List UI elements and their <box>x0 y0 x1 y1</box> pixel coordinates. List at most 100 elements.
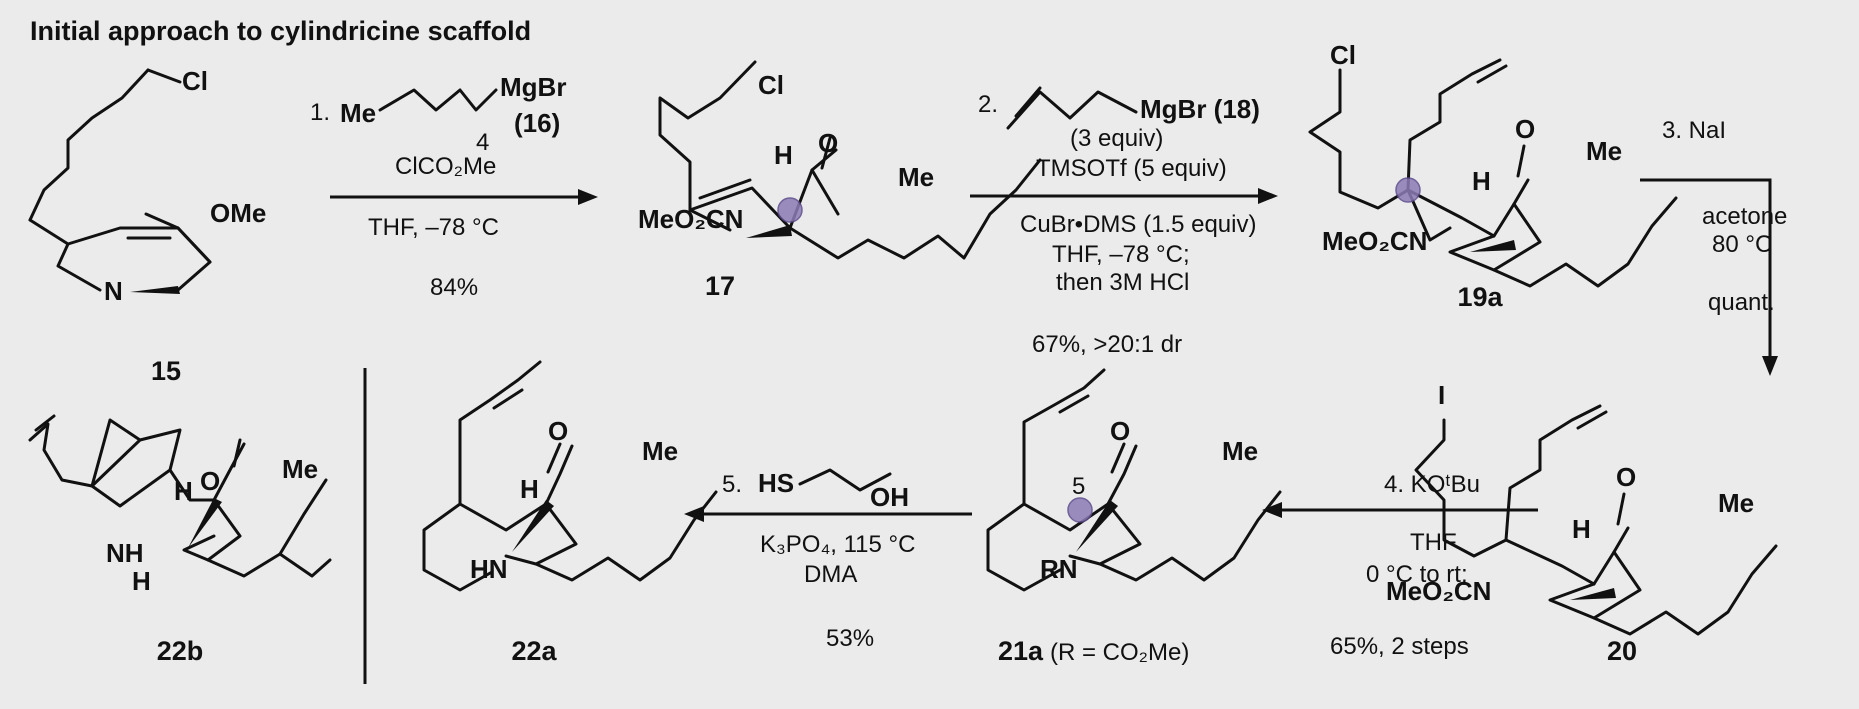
oxygen-atom: O <box>818 128 838 158</box>
quat-carbon <box>1406 188 1452 242</box>
step-5-number: 5. <box>722 471 742 498</box>
step-4-conditions: 0 °C to rt; <box>1366 561 1468 588</box>
hydrogen-atom: H <box>1572 514 1591 544</box>
step-2-yield: 67%, >20:1 dr <box>1032 331 1182 358</box>
chlorine-atom: Cl <box>1330 40 1356 70</box>
step-3-arrowhead <box>1762 356 1778 376</box>
thiol-group: HS <box>758 468 794 498</box>
ring-top <box>688 186 792 230</box>
grignard-16-chain <box>378 88 498 112</box>
piperidine-ring-b <box>422 502 494 592</box>
pentyl-chain <box>534 490 718 582</box>
stereo-wedge <box>188 498 222 548</box>
step-4-reagent: 4. KOᵗBu <box>1384 471 1480 498</box>
compound-17: Cl H O Me MeO₂CN 17 <box>638 60 1042 301</box>
methyl-group: Me <box>282 454 318 484</box>
step-1-conditions: THF, –78 °C <box>368 214 499 241</box>
compound-19a: Cl H O Me MeO₂CN 19a <box>1308 40 1678 312</box>
step-5-solvent: DMA <box>804 561 857 588</box>
terminal-alkene <box>34 414 56 432</box>
amine-nitrogen: HN <box>470 554 508 584</box>
hydrogen-atom: H <box>174 476 193 506</box>
compound-20: I H O Me MeO₂CN 20 <box>1386 380 1778 666</box>
hydroxyl-group: OH <box>870 482 909 512</box>
oxygen-atom: O <box>1515 114 1535 144</box>
step-2-conditions: THF, –78 °C; <box>1052 241 1190 268</box>
step-5-arrowhead <box>684 506 704 522</box>
step-5-yield: 53% <box>826 625 874 652</box>
grignard-16-methyl: Me <box>340 98 376 128</box>
vinyl-double-bond <box>1014 86 1042 118</box>
carbonyl-bond <box>1516 144 1526 178</box>
pentyl-chain <box>1592 544 1778 636</box>
carbonyl-bond <box>1110 442 1126 474</box>
stereo-wedge <box>1470 240 1516 252</box>
ring-top <box>1504 526 1630 586</box>
step-4-solvent: THF <box>1410 529 1457 556</box>
carbamate-nitrogen: MeO₂CN <box>1386 576 1491 606</box>
amine-nitrogen: NH <box>106 538 144 568</box>
butenyl-grignard-chain <box>1006 90 1138 130</box>
hydrogen-atom: H <box>774 140 793 170</box>
nitrogen-hydrogen: H <box>132 566 151 596</box>
stereocenter-highlight <box>1067 497 1093 523</box>
carbonyl-ring <box>544 444 574 506</box>
pyridine-ring-left <box>28 218 102 292</box>
bridged-ring <box>90 418 182 508</box>
oxygen-atom: O <box>1616 462 1636 492</box>
stereocenter-highlight <box>777 197 803 223</box>
chlorine-atom: Cl <box>758 70 784 100</box>
compound-17-label: 17 <box>705 271 735 301</box>
step-5-base: K₃PO₄, 115 °C <box>760 531 915 558</box>
compound-15: Cl OMe N 15 <box>28 66 266 386</box>
step-3-yield: quant. <box>1708 289 1775 316</box>
ring-wedge <box>130 286 180 294</box>
methyl-group: Me <box>898 162 934 192</box>
compound-22a-label: 22a <box>511 636 557 666</box>
terminal-alkene <box>492 388 524 410</box>
butenyl-chain <box>1504 404 1602 542</box>
carbamate-nitrogen: MeO₂CN <box>638 204 743 234</box>
oxygen-atom: O <box>1110 416 1130 446</box>
terminal-alkene <box>1058 394 1090 414</box>
step-4-yield: 65%, 2 steps <box>1330 633 1469 660</box>
compound-20-label: 20 <box>1607 636 1637 666</box>
chain-to-cl-bond <box>146 68 182 84</box>
stereo-wedge <box>1570 588 1616 600</box>
step-1-number: 1. <box>310 99 330 126</box>
hydrogen-atom: H <box>1472 166 1491 196</box>
compound-22b-label: 22b <box>157 636 204 666</box>
methyl-group: Me <box>1586 136 1622 166</box>
reagent-18-label: MgBr (18) <box>1140 94 1260 124</box>
step-3-temperature: 80 °C <box>1712 231 1772 258</box>
enamine-double-bond <box>698 178 752 200</box>
stereo-wedge <box>746 225 792 238</box>
ring-lower <box>1548 550 1642 620</box>
iodine-atom: I <box>1438 380 1445 410</box>
carbonyl-ring <box>810 168 840 216</box>
oxygen-atom: O <box>548 416 568 446</box>
step-1-reagent-2: ClCO₂Me <box>395 153 496 180</box>
hydrogen-atom: H <box>520 474 539 504</box>
step-2-reagent: TMSOTf (5 equiv) <box>1036 155 1227 182</box>
compound-22a: H O Me HN 22a <box>422 360 718 666</box>
methyl-group: Me <box>1222 436 1258 466</box>
pentyl-chain-upper <box>278 478 328 556</box>
chlorine-atom: Cl <box>182 66 208 96</box>
bridge-bond <box>90 438 142 488</box>
carbonyl-bond <box>820 136 832 170</box>
carbamate-nitrogen: RN <box>1040 554 1078 584</box>
carbonyl-ring <box>1106 444 1138 506</box>
methoxy-group: OMe <box>210 198 266 228</box>
step-5: 5. HS OH K₃PO₄, 115 °C DMA 53% <box>684 468 972 652</box>
pentyl-chain <box>1492 196 1678 288</box>
step-1-yield: 84% <box>430 274 478 301</box>
stereocenter-highlight <box>1395 177 1421 203</box>
compound-21a: 5 O Me RN 21a (R = CO₂Me) <box>986 368 1282 666</box>
oxygen-atom: O <box>200 466 220 496</box>
carbonyl-bond <box>546 442 562 474</box>
step-3-reagent: 3. NaI <box>1662 117 1726 144</box>
chloro-chain <box>1308 68 1410 210</box>
step-4: 4. KOᵗBu THF 0 °C to rt; 65%, 2 steps <box>1262 471 1538 660</box>
